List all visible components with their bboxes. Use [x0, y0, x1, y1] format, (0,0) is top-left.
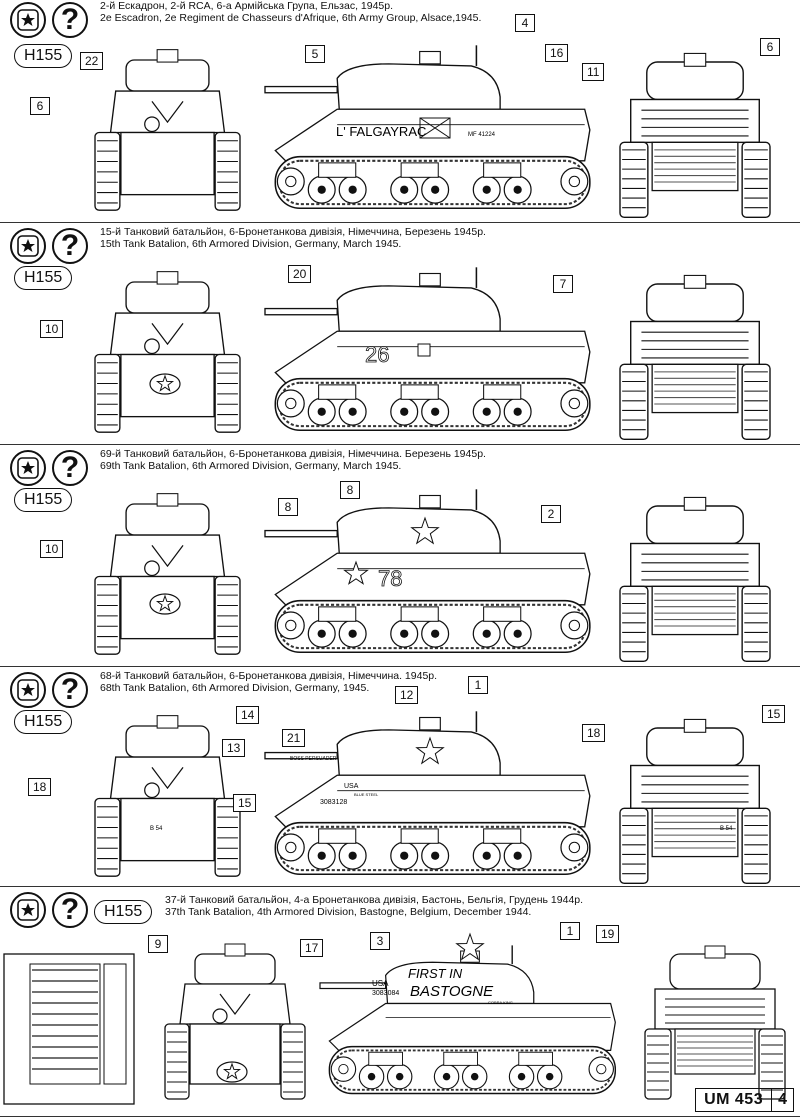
callout-1: 1 — [560, 922, 580, 940]
blue-steel-marking: BLUE STEEL — [354, 792, 379, 797]
tank-rear-view — [620, 497, 770, 661]
tank-front-view — [95, 272, 240, 433]
tank-rear-view — [620, 719, 770, 883]
usa-marking: USA — [372, 979, 389, 988]
hull-name-marking: L' FALGAYRAC — [336, 124, 426, 139]
callout-2: 2 — [541, 505, 561, 523]
callout-6: 6 — [30, 97, 50, 115]
hull-serial-marking: MF 41224 — [468, 132, 496, 138]
scheme-section-3: ?69-й Танковий батальйон, 6-Бронетанкова… — [0, 444, 800, 667]
page-number: 4 — [771, 1089, 793, 1111]
callout-15: 15 — [233, 794, 256, 812]
callout-8: 8 — [278, 498, 298, 516]
callout-1: 1 — [468, 676, 488, 694]
callout-8: 8 — [340, 481, 360, 499]
callout-18: 18 — [582, 724, 605, 742]
slogan-bastogne: BASTOGNE — [410, 983, 494, 1000]
tank-rear-view — [620, 53, 770, 217]
tank-side-view — [320, 945, 615, 1093]
scheme-section-4: ?68-й Танковий батальйон, 6-Бронетанкова… — [0, 666, 800, 887]
callout-10: 10 — [40, 320, 63, 338]
callout-21: 21 — [282, 729, 305, 747]
front-code-marking: B 54 — [150, 826, 163, 832]
callout-12: 12 — [395, 686, 418, 704]
tank-front-view — [95, 494, 240, 655]
callout-11: 11 — [582, 63, 604, 81]
scheme-section-5: ?37-й Танковий батальйон, 4-а Бронетанко… — [0, 886, 800, 1117]
usa-marking: USA — [344, 783, 359, 790]
tank-rear-view — [645, 946, 785, 1099]
callout-14: 14 — [236, 706, 259, 724]
callout-17: 17 — [300, 939, 323, 957]
page-footer: UM 453 4 — [695, 1088, 794, 1112]
serial-marking: 3083084 — [372, 990, 399, 997]
tank-drawings: 78 — [0, 444, 800, 666]
callout-7: 7 — [553, 275, 573, 293]
tank-rear-view — [620, 275, 770, 439]
hull-number-marking: 78 — [378, 566, 402, 591]
hull-number-marking: 26 — [365, 342, 389, 367]
gun-name-marking: BOSS PERSUADER — [290, 756, 337, 762]
tank-front-view — [95, 716, 240, 877]
rear-code-marking: B 54 — [720, 826, 733, 832]
serial-marking: 3083128 — [320, 799, 347, 806]
callout-19: 19 — [596, 925, 619, 943]
tank-drawings: L' FALGAYRAC MF 41224 — [0, 0, 800, 222]
scheme-section-2: ?15-й Танковий батальйон, 6-Бронетанкова… — [0, 222, 800, 445]
tank-drawings: 26 — [0, 222, 800, 444]
catalog-code: UM 453 — [696, 1089, 771, 1111]
callout-3: 3 — [370, 932, 390, 950]
callout-5: 5 — [305, 45, 325, 63]
engine-deck-view — [4, 954, 134, 1104]
tank-front-view — [95, 50, 240, 211]
callout-6: 6 — [760, 38, 780, 56]
slogan-first-in: FIRST IN — [408, 966, 463, 981]
cobra-king-marking: COBRA KING — [488, 1000, 513, 1005]
callout-15: 15 — [762, 705, 785, 723]
callout-4: 4 — [515, 14, 535, 32]
callout-18: 18 — [28, 778, 51, 796]
callout-10: 10 — [40, 540, 63, 558]
callout-13: 13 — [222, 739, 245, 757]
tank-side-view — [265, 711, 590, 874]
callout-16: 16 — [545, 44, 568, 62]
tank-side-view — [265, 45, 590, 208]
callout-22: 22 — [80, 52, 103, 70]
callout-20: 20 — [288, 265, 311, 283]
scheme-section-1: ?2-й Ескадрон, 2-й RCA, 6-а Армійська Гр… — [0, 0, 800, 223]
callout-9: 9 — [148, 935, 168, 953]
